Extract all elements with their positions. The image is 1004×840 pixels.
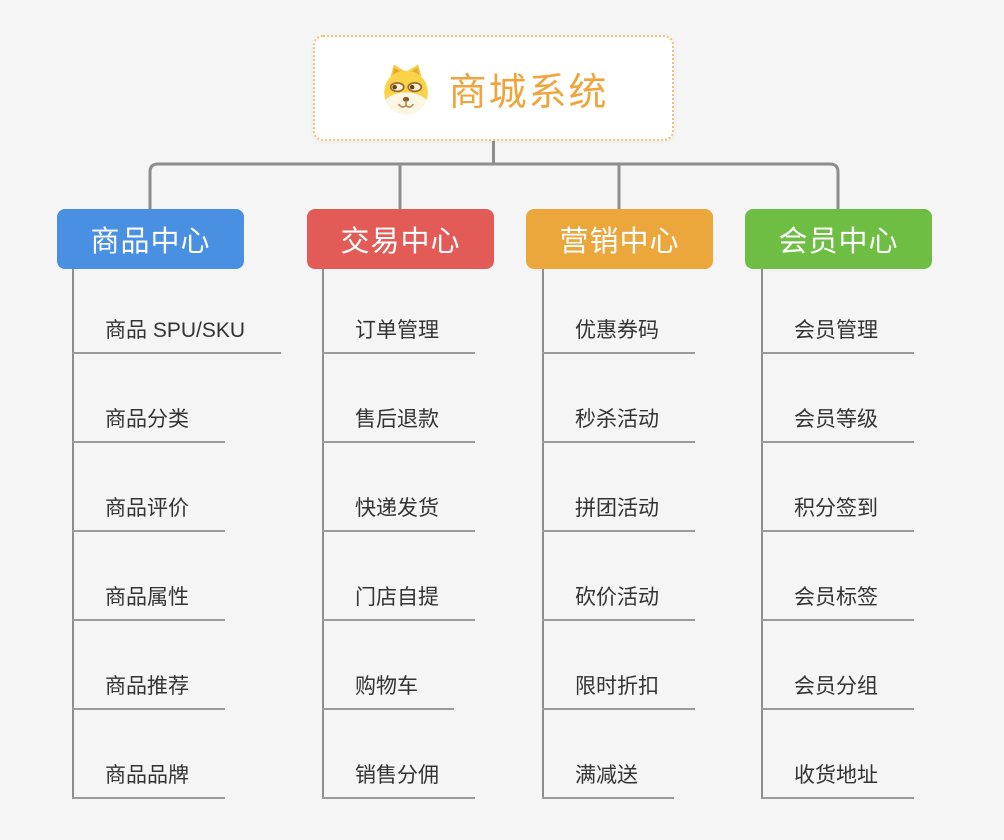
leaf-node[interactable]: 满减送 (542, 759, 674, 799)
leaf-node[interactable]: 订单管理 (322, 314, 475, 354)
leaf-node[interactable]: 优惠券码 (542, 314, 695, 354)
branch-header-member-center[interactable]: 会员中心 (745, 209, 932, 269)
branch-column-trade: 订单管理 售后退款 快递发货 门店自提 购物车 销售分佣 (322, 269, 475, 799)
leaf-node[interactable]: 购物车 (322, 670, 454, 710)
leaf-node[interactable]: 拼团活动 (542, 492, 695, 532)
branch-column-product: 商品 SPU/SKU 商品分类 商品评价 商品属性 商品推荐 商品品牌 (72, 269, 282, 799)
leaf-node[interactable]: 商品属性 (72, 581, 225, 621)
branch-header-marketing-center[interactable]: 营销中心 (526, 209, 713, 269)
leaf-node[interactable]: 快递发货 (322, 492, 475, 532)
leaf-node[interactable]: 售后退款 (322, 403, 475, 443)
branch-header-trade-center[interactable]: 交易中心 (307, 209, 494, 269)
leaf-node[interactable]: 商品推荐 (72, 670, 225, 710)
leaf-node[interactable]: 商品 SPU/SKU (72, 314, 282, 354)
leaf-node[interactable]: 限时折扣 (542, 670, 695, 710)
leaf-node[interactable]: 秒杀活动 (542, 403, 695, 443)
leaf-node[interactable]: 积分签到 (761, 492, 914, 532)
leaf-node[interactable]: 会员分组 (761, 670, 914, 710)
leaf-node[interactable]: 会员标签 (761, 581, 914, 621)
top-connector-group (148, 140, 840, 209)
dog-face-icon (378, 60, 434, 116)
leaf-node[interactable]: 商品分类 (72, 403, 225, 443)
leaf-node[interactable]: 砍价活动 (542, 581, 695, 621)
branch-column-marketing: 优惠券码 秒杀活动 拼团活动 砍价活动 限时折扣 满减送 (542, 269, 695, 799)
branch-bar-line (148, 162, 840, 209)
leaf-node[interactable]: 商品品牌 (72, 759, 225, 799)
leaf-node[interactable]: 收货地址 (761, 759, 914, 799)
leaf-node[interactable]: 会员等级 (761, 403, 914, 443)
branch-column-member: 会员管理 会员等级 积分签到 会员标签 会员分组 收货地址 (761, 269, 914, 799)
leaf-node[interactable]: 销售分佣 (322, 759, 475, 799)
leaf-node[interactable]: 门店自提 (322, 581, 475, 621)
root-title: 商城系统 (448, 71, 609, 114)
branch-header-product-center[interactable]: 商品中心 (57, 209, 244, 269)
leaf-node[interactable]: 商品评价 (72, 492, 225, 532)
leaf-node[interactable]: 会员管理 (761, 314, 914, 354)
root-node[interactable]: 商城系统 (313, 35, 674, 141)
